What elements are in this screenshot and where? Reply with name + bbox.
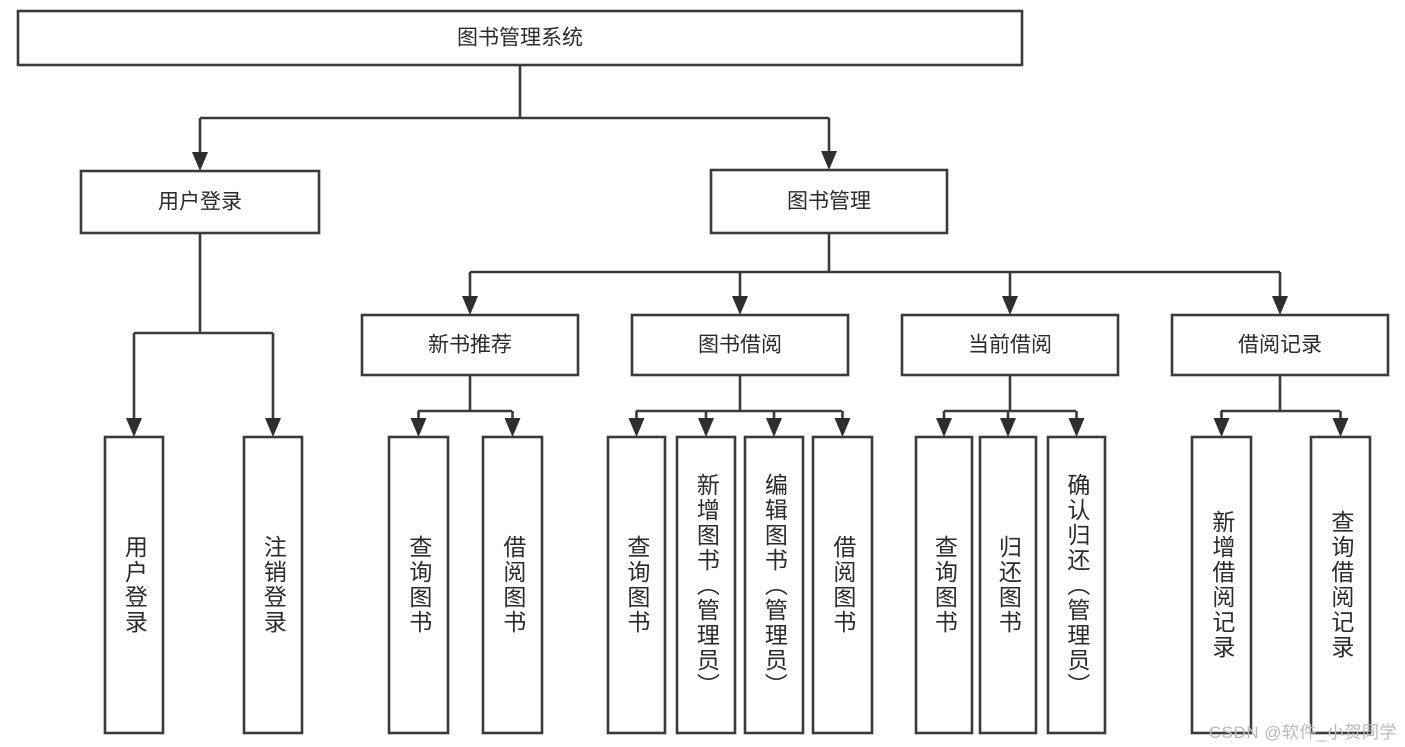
- leaf-node-6-box[interactable]: [743, 435, 805, 735]
- root-node-label: 图书管理系统: [457, 27, 583, 50]
- books-arrow-1: [732, 296, 748, 315]
- leaf-arrow-1-3: [834, 418, 851, 437]
- books-arrow-3: [1272, 296, 1288, 315]
- level2-node-1-box[interactable]: [709, 168, 949, 235]
- login-arrow-1: [265, 418, 281, 437]
- leaf-arrow-0-1: [504, 418, 521, 437]
- leaf-node-3-box[interactable]: [481, 435, 544, 735]
- leaf-node-10-box[interactable]: [1046, 435, 1107, 735]
- leaf-arrow-2-2: [1068, 418, 1085, 437]
- leaf-arrow-3-1: [1332, 418, 1349, 437]
- books-arrow-2: [1002, 296, 1018, 315]
- leaf-arrow-1-0: [628, 418, 645, 437]
- leaf-node-1-box[interactable]: [242, 435, 304, 735]
- books-arrow-0: [462, 296, 478, 315]
- connectors-layer: [126, 65, 1349, 437]
- level3-node-3-label: 借阅记录: [1238, 334, 1322, 357]
- level3-node-1-label: 图书借阅: [698, 334, 782, 357]
- level3-node-2-box[interactable]: [900, 313, 1120, 377]
- boxes-layer: [16, 9, 1390, 735]
- leaf-arrow-1-1: [698, 418, 714, 437]
- leaf-node-5-box[interactable]: [675, 435, 737, 735]
- root-arrow-0: [192, 152, 208, 171]
- leaf-arrow-2-1: [1000, 418, 1016, 437]
- level3-node-3-box[interactable]: [1170, 313, 1390, 377]
- leaf-node-8-box[interactable]: [914, 435, 974, 735]
- leaf-node-9-box[interactable]: [978, 435, 1038, 735]
- leaf-node-4-box[interactable]: [606, 435, 667, 735]
- level3-node-2-label: 当前借阅: [968, 334, 1052, 357]
- leaf-arrow-1-2: [766, 418, 782, 437]
- level3-node-0-label: 新书推荐: [428, 334, 512, 357]
- leaf-node-2-box[interactable]: [387, 435, 450, 735]
- leaf-node-7-box[interactable]: [811, 435, 874, 735]
- level3-node-0-box[interactable]: [360, 313, 580, 377]
- leaf-node-11-box[interactable]: [1190, 435, 1253, 735]
- level2-node-1-label: 图书管理: [787, 190, 871, 213]
- leaf-arrow-3-0: [1213, 418, 1230, 437]
- root-arrow-1: [821, 151, 837, 170]
- login-arrow-0: [126, 418, 142, 437]
- level3-node-1-box[interactable]: [630, 313, 850, 377]
- leaf-node-0-box[interactable]: [103, 435, 165, 735]
- root-node-box[interactable]: [16, 9, 1024, 67]
- level2-node-0-label: 用户登录: [158, 191, 242, 214]
- leaf-arrow-2-0: [936, 418, 952, 437]
- level2-node-0-box[interactable]: [79, 169, 321, 235]
- leaf-arrow-0-0: [410, 418, 427, 437]
- watermark-text: CSDN @软件_小贺同学: [1208, 723, 1397, 742]
- leaf-node-12-box[interactable]: [1309, 435, 1372, 735]
